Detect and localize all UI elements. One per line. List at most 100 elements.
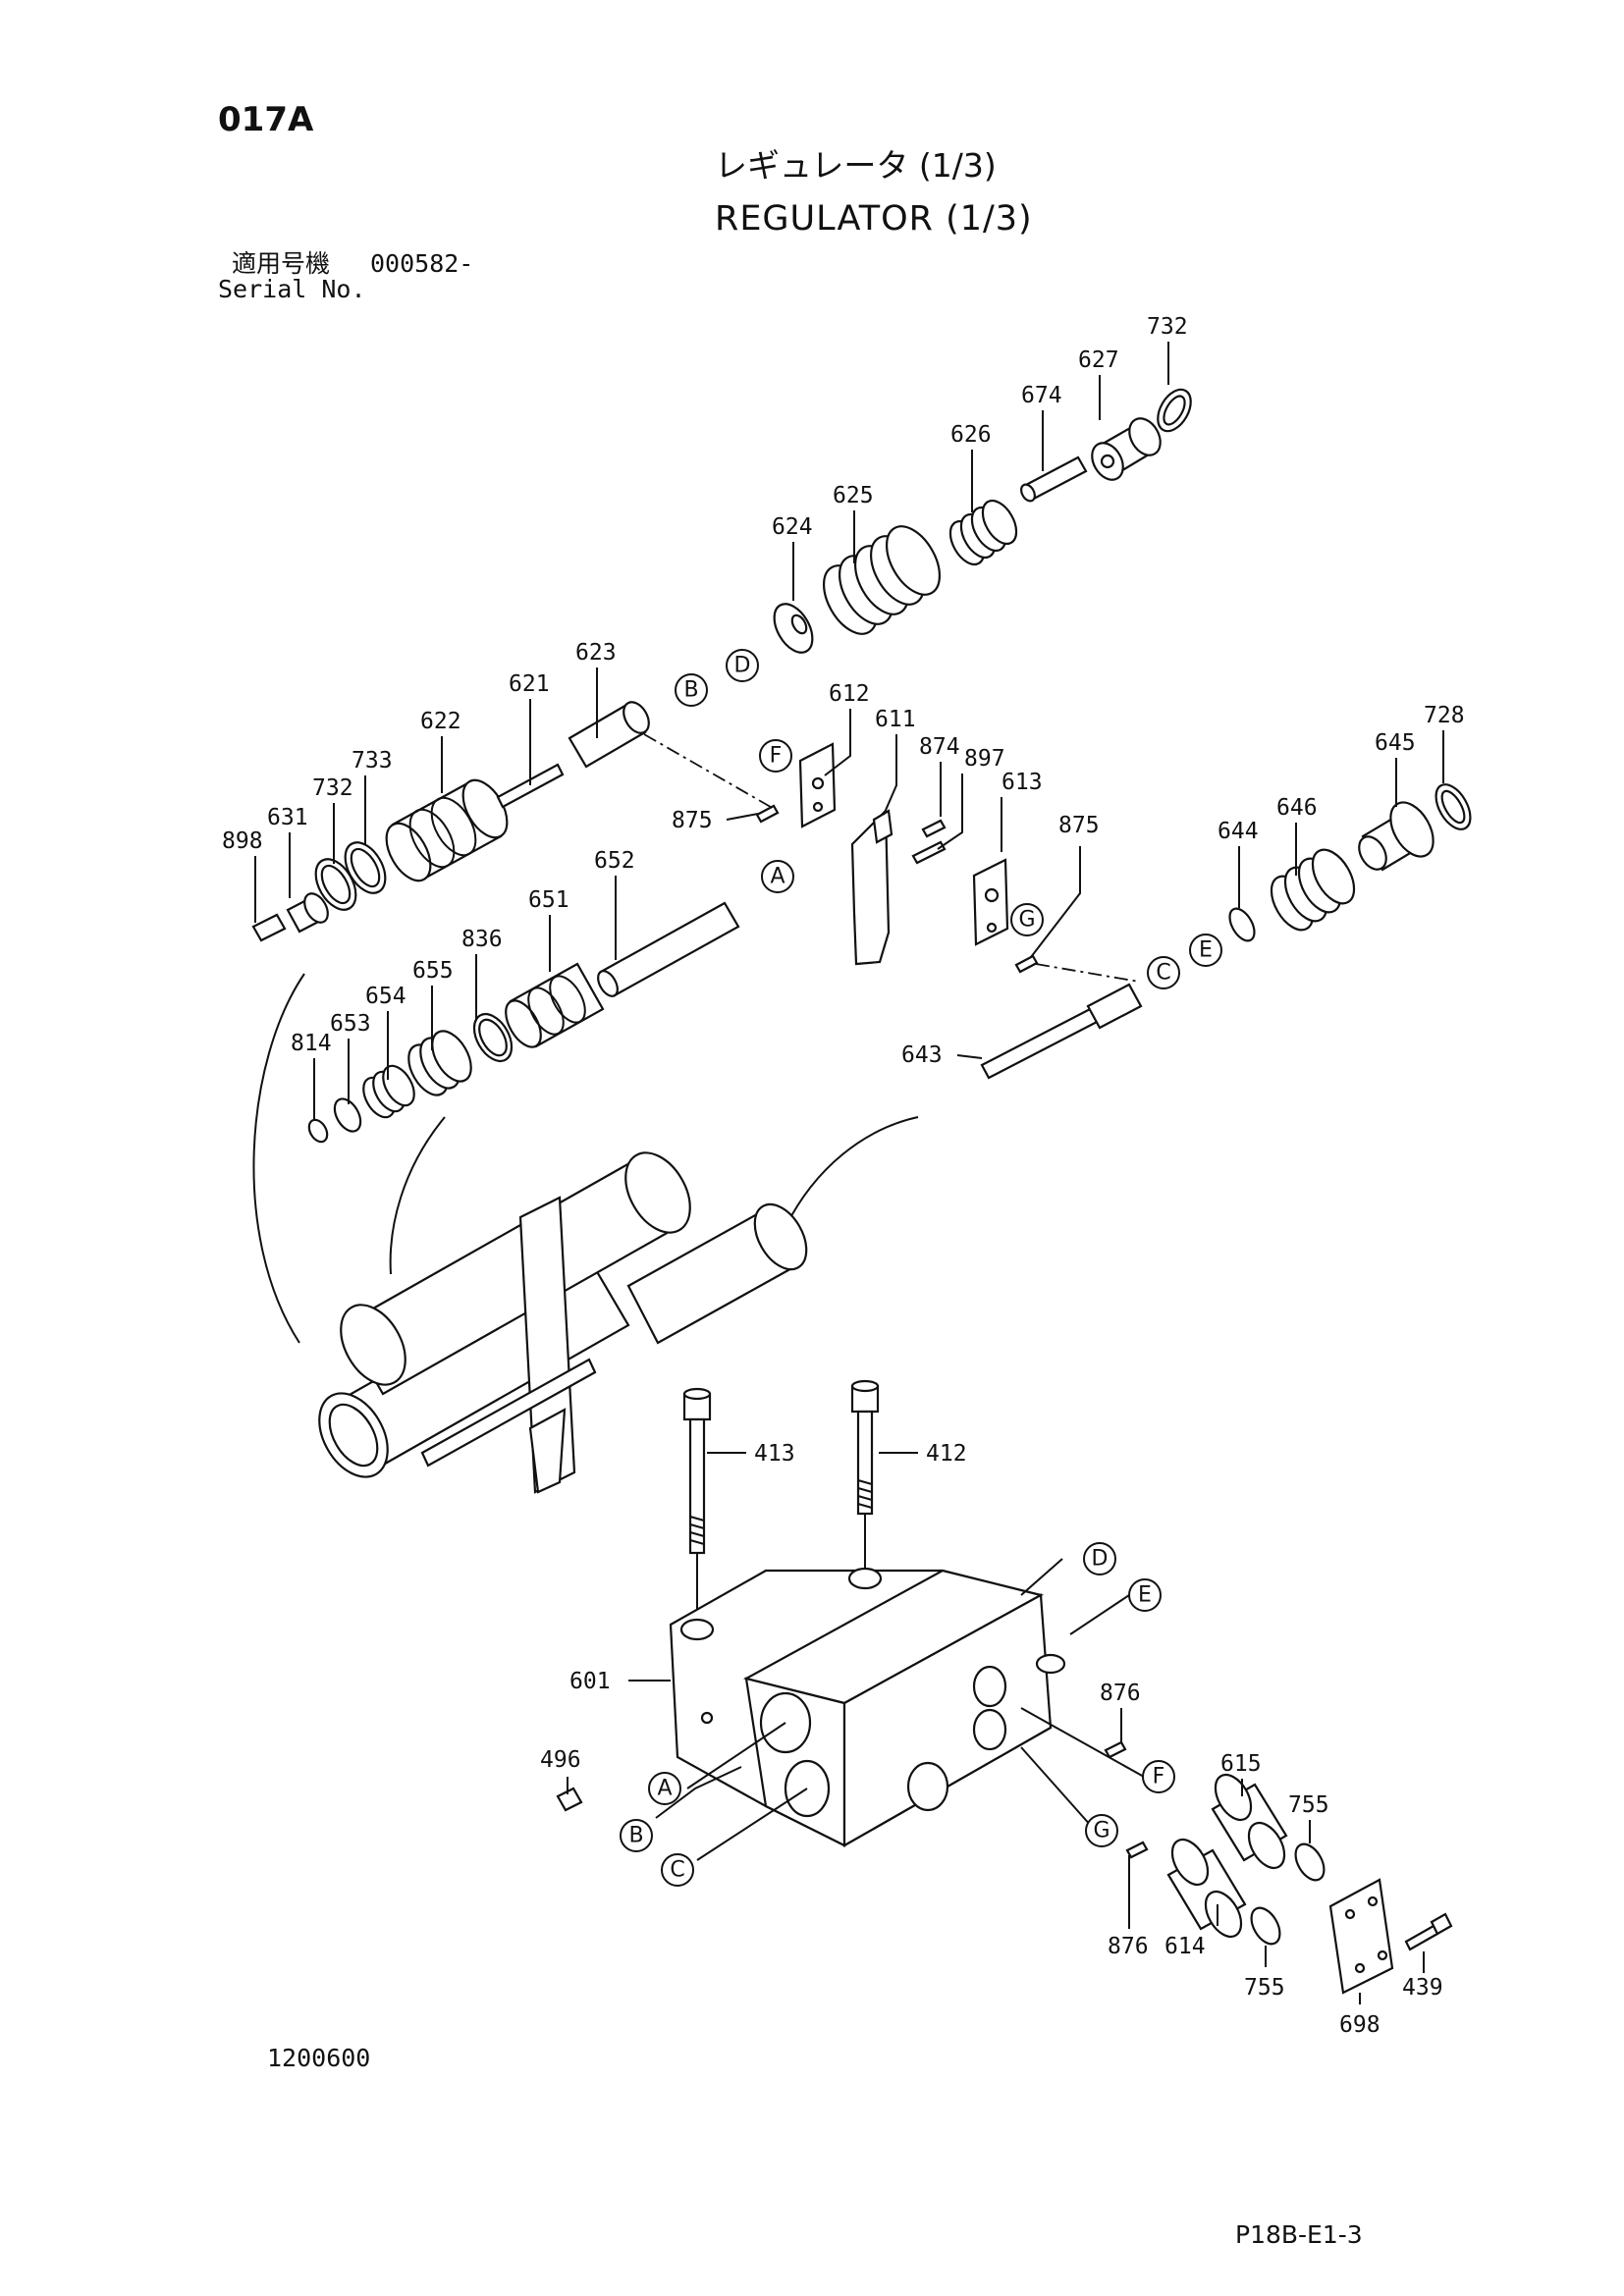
label-624: 624 — [772, 514, 813, 540]
part-ring-733 — [344, 841, 387, 894]
marker-c-lower: C — [661, 1853, 694, 1887]
label-611: 611 — [875, 707, 916, 732]
marker-f-upper: F — [759, 739, 792, 773]
label-875-right: 875 — [1058, 813, 1100, 838]
label-876-lower: 876 — [1108, 1934, 1149, 1959]
part-number-labels: 732 627 674 626 625 624 623 621 622 733 … — [222, 314, 1465, 2038]
part-spring-655 — [407, 1030, 472, 1096]
svg-text:D: D — [1092, 1547, 1109, 1572]
label-836: 836 — [461, 927, 503, 952]
part-sleeve-622 — [385, 778, 509, 882]
part-pin-876-g — [1125, 1841, 1149, 1859]
svg-text:E: E — [1199, 938, 1213, 963]
label-652: 652 — [594, 848, 635, 874]
svg-text:C: C — [670, 1858, 684, 1883]
label-732-left: 732 — [312, 775, 353, 801]
part-pin-876-f — [1104, 1740, 1127, 1759]
part-ring-814 — [307, 1118, 329, 1144]
label-876-upper: 876 — [1100, 1681, 1141, 1706]
part-seat-653 — [333, 1097, 362, 1133]
part-pin-897 — [911, 840, 947, 865]
label-601: 601 — [569, 1669, 611, 1694]
part-bush-631 — [286, 892, 329, 934]
part-plug-627 — [1091, 417, 1162, 481]
label-625: 625 — [833, 483, 874, 508]
arc-right — [785, 1116, 919, 1228]
centerline-c — [1035, 963, 1140, 983]
label-875-left: 875 — [672, 808, 713, 833]
centerline-b — [643, 733, 777, 811]
label-645: 645 — [1375, 730, 1416, 756]
label-622: 622 — [420, 709, 461, 734]
page-code: 017A — [218, 100, 314, 139]
svg-text:F: F — [1153, 1765, 1165, 1789]
serial-label-english: Serial No. — [218, 275, 366, 303]
label-732-top: 732 — [1147, 314, 1188, 340]
part-seat-624 — [773, 603, 814, 654]
label-496: 496 — [540, 1747, 581, 1773]
label-439: 439 — [1402, 1975, 1443, 2001]
marker-d-lower: D — [1083, 1542, 1116, 1575]
marker-e-lower: E — [1128, 1578, 1162, 1612]
svg-text:C: C — [1156, 961, 1170, 986]
part-pin-875 — [755, 804, 1039, 974]
part-spring-625 — [822, 525, 942, 635]
part-bolt-413 — [682, 1387, 712, 1555]
part-piston-621 — [496, 763, 565, 809]
label-755-lower: 755 — [1244, 1975, 1285, 2001]
marker-a-upper: A — [761, 860, 794, 893]
marker-e-upper: E — [1189, 934, 1222, 967]
part-spring-646 — [1270, 848, 1356, 932]
svg-text:B: B — [628, 1824, 643, 1848]
part-sleeve-651 — [505, 962, 605, 1048]
part-plate-613 — [972, 858, 1009, 946]
label-655: 655 — [412, 958, 454, 984]
part-spring-654 — [362, 1064, 415, 1119]
marker-f-lower: F — [1142, 1760, 1175, 1793]
label-646: 646 — [1276, 795, 1318, 821]
part-sleeve-614 — [1166, 1838, 1247, 1939]
label-755-upper: 755 — [1288, 1792, 1329, 1818]
label-814: 814 — [291, 1031, 332, 1056]
label-728: 728 — [1424, 703, 1465, 728]
label-615: 615 — [1220, 1751, 1262, 1777]
marker-b-upper: B — [675, 673, 708, 707]
sheet-reference: P18B-E1-3 — [1235, 2220, 1363, 2249]
label-626: 626 — [950, 422, 992, 448]
marker-g-upper: G — [1010, 903, 1044, 936]
part-sleeve-615 — [1211, 1773, 1288, 1870]
svg-text:G: G — [1093, 1819, 1110, 1843]
label-654: 654 — [365, 984, 406, 1009]
reference-markers: B D F A G C E D E A B C F G — [620, 649, 1222, 1887]
label-644: 644 — [1218, 819, 1259, 844]
part-rod-643 — [980, 983, 1143, 1080]
marker-c-upper: C — [1147, 956, 1180, 989]
part-piston-623 — [568, 701, 650, 769]
label-653: 653 — [330, 1011, 371, 1037]
arc-mid — [389, 1116, 446, 1275]
part-ring-728 — [1435, 783, 1472, 830]
label-698: 698 — [1339, 2012, 1380, 2038]
label-733: 733 — [352, 748, 393, 774]
part-seat-644 — [1228, 907, 1256, 942]
part-spring-626 — [948, 499, 1018, 566]
part-lever-611 — [850, 808, 893, 966]
label-613: 613 — [1001, 770, 1043, 795]
part-screw-439 — [1404, 1912, 1453, 1951]
label-621: 621 — [509, 671, 550, 697]
part-plug-496 — [556, 1787, 583, 1812]
part-spool-652 — [597, 901, 740, 997]
part-ring-732-left — [314, 858, 357, 911]
part-casing-601 — [669, 1567, 1066, 1847]
label-651: 651 — [528, 887, 569, 913]
part-ring-732-top — [1157, 388, 1192, 433]
svg-text:G: G — [1018, 908, 1035, 933]
svg-text:A: A — [770, 865, 785, 889]
marker-b-lower: B — [620, 1819, 653, 1852]
part-ring-836 — [472, 1013, 514, 1062]
svg-text:E: E — [1138, 1583, 1152, 1608]
part-bolt-412 — [850, 1379, 880, 1516]
assembled-regulator-view — [318, 1151, 808, 1494]
part-ring-755-upper — [1294, 1842, 1326, 1882]
